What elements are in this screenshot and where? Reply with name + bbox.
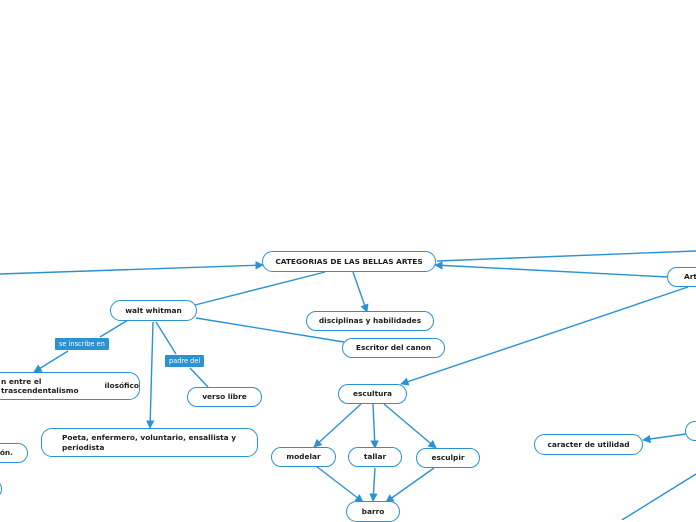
node-label-line-2: periodista <box>62 442 105 452</box>
node-verso-libre[interactable]: verso libre <box>187 387 262 407</box>
connector-escultura-to-modelar <box>313 403 362 448</box>
connector-walt-to-inscribe <box>99 319 129 338</box>
node-label: verso libre <box>202 392 247 402</box>
connector-modelar-to-barro <box>315 465 364 503</box>
node-label: caracter de utilidad <box>547 439 630 449</box>
connector-right-bottom <box>621 473 696 520</box>
node-label: Poeta, enfermero, voluntario, ensallista… <box>62 433 237 443</box>
node-label: barro <box>361 506 385 516</box>
node-label: escultura <box>352 389 392 399</box>
connector-left-to-root <box>0 261 264 275</box>
tag-padre-del[interactable]: padre del <box>165 355 205 367</box>
connector-walt-to-escritor <box>195 317 345 343</box>
connector-topright-to-root <box>436 250 696 262</box>
node-disciplinas-habilidades[interactable]: disciplinas y habilidades <box>306 311 434 331</box>
node-label: n entre el trascendentalismo <box>1 376 79 395</box>
connector-art-to-root <box>434 261 669 278</box>
node-poeta-enfermero[interactable]: Poeta, enfermero, voluntario, ensallista… <box>41 428 258 457</box>
connector-art-to-escultura <box>400 286 689 386</box>
connector-root-to-disciplinas <box>352 271 369 313</box>
node-label: Art <box>684 272 696 282</box>
node-label: ón. <box>0 448 13 458</box>
node-barro[interactable]: barro <box>346 501 400 522</box>
node-label: disciplinas y habilidades <box>318 316 422 326</box>
connector-inscribe-to-trascendental <box>33 350 69 373</box>
node-categorias-bellas-artes[interactable]: CATEGORIAS DE LAS BELLAS ARTES <box>262 251 436 272</box>
connector-walt-to-padre <box>155 321 177 355</box>
node-modelar[interactable]: modelar <box>271 447 336 467</box>
tag-se-inscribe-en[interactable]: se inscribe en <box>55 338 109 350</box>
node-label: esculpir <box>431 453 465 463</box>
node-label: tallar <box>363 452 387 462</box>
node-label-line-2: ilosófico <box>104 381 139 391</box>
node-tallar[interactable]: tallar <box>348 447 402 467</box>
node-walt-whitman[interactable]: walt whitman <box>110 300 197 321</box>
connector-escultura-to-tallar <box>370 403 379 449</box>
node-art[interactable]: Art <box>667 267 696 287</box>
connector-esculpir-to-barro <box>385 467 435 503</box>
node-trascendentalismo[interactable]: n entre el trascendentalismo ilosófico <box>0 372 140 400</box>
connector-root-to-walt <box>194 271 326 306</box>
node-label: Escritor del canon <box>355 343 432 353</box>
node-on[interactable]: ón. <box>0 443 28 463</box>
node-caracter-utilidad[interactable]: caracter de utilidad <box>534 434 643 455</box>
connector-escultura-to-esculpir <box>383 403 437 449</box>
node-escultura[interactable]: escultura <box>338 384 407 404</box>
connector-padre-to-verso <box>189 367 209 388</box>
connector-walt-to-poeta <box>146 321 155 429</box>
node-esculpir[interactable]: esculpir <box>416 448 480 468</box>
node-escritor-canon[interactable]: Escritor del canon <box>342 338 445 358</box>
node-label: modelar <box>286 452 321 462</box>
connector-right-to-caracter <box>642 433 687 444</box>
connector-tallar-to-barro <box>369 467 378 502</box>
node-label: CATEGORIAS DE LAS BELLAS ARTES <box>275 256 423 266</box>
node-label: walt whitman <box>125 305 182 315</box>
